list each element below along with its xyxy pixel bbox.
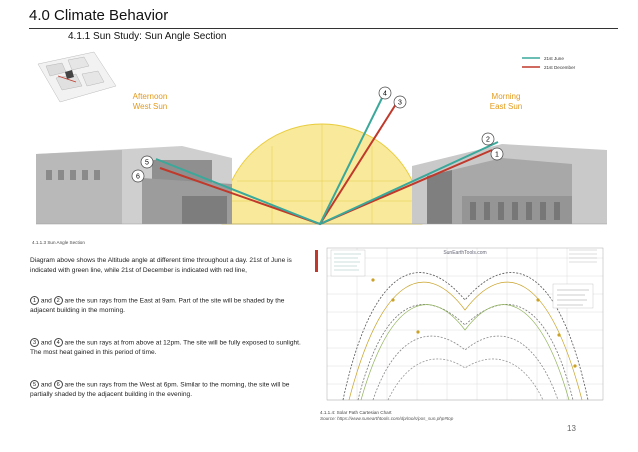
left-buildings [36,146,232,224]
chart-watermark: SunEarthTools.com [443,250,486,256]
east-sun-label: East Sun [490,102,522,111]
marker-badge-3: 3 [30,338,39,347]
sun-rays [155,93,499,226]
paragraph-noon-rays: 3 and 4 are the sun rays at from above a… [30,338,301,357]
solar-path-chart-image: SunEarthTools.com [313,240,607,406]
marker-5: 5 [145,160,149,167]
morning-label: Morning [492,92,521,101]
page-title: 4.0 Climate Behavior [29,7,169,24]
legend-june-label: 21st June [544,56,564,61]
west-sun-label: West Sun [133,102,168,111]
marker-4: 4 [383,91,387,98]
title-divider [29,28,618,29]
marker-badge-4: 4 [53,338,63,347]
page-number: 13 [567,424,576,433]
chart-caption-title: 4.1.1.4: Solar Path Cartesian Chart [320,410,392,415]
marker-badge-5: 5 [30,380,39,389]
paragraph-east-rays: 1 and 2 are the sun rays from the East a… [30,296,285,315]
marker-2: 2 [486,137,490,144]
paragraph-west-rays: 5 and 6 are the sun rays from the West a… [30,380,290,399]
site-plan-thumbnail [37,51,117,103]
marker-1: 1 [495,152,499,159]
marker-badge-6: 6 [53,380,63,389]
diagram-caption: 4.1.1.3 Sun Angle Section [32,240,85,245]
sun-angle-section-diagram: 1 2 3 4 5 6 Afternoon West Sun Morning E… [36,51,607,226]
marker-badge-2: 2 [53,296,63,305]
legend-december-label: 21st December [544,65,576,70]
right-buildings [412,144,607,224]
intro-paragraph: Diagram above shows the Altitude angle a… [30,257,292,274]
diagram-legend: 21st June 21st December [522,56,576,70]
afternoon-label: Afternoon [133,92,168,101]
marker-6: 6 [136,174,140,181]
chart-caption: 4.1.1.4: Solar Path Cartesian Chart Sour… [320,410,453,423]
ray-markers: 1 2 3 4 5 6 [131,86,504,183]
marker-badge-1: 1 [30,296,39,305]
marker-3: 3 [398,100,402,107]
section-subtitle: 4.1.1 Sun Study: Sun Angle Section [68,31,227,42]
chart-caption-source: Source: https://www.sunearthtools.com/dp… [320,416,454,422]
